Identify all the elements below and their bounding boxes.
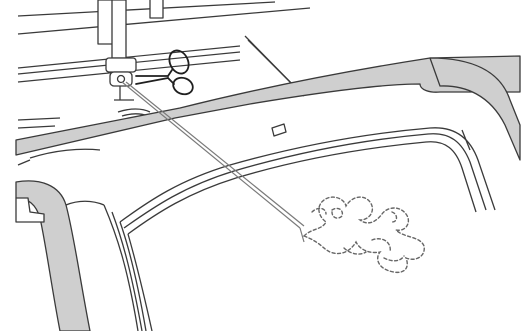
embroidery-frame bbox=[16, 56, 520, 331]
needle-assembly bbox=[98, 0, 163, 116]
scissors-icon bbox=[136, 47, 195, 97]
embroidery-pattern bbox=[304, 197, 424, 272]
